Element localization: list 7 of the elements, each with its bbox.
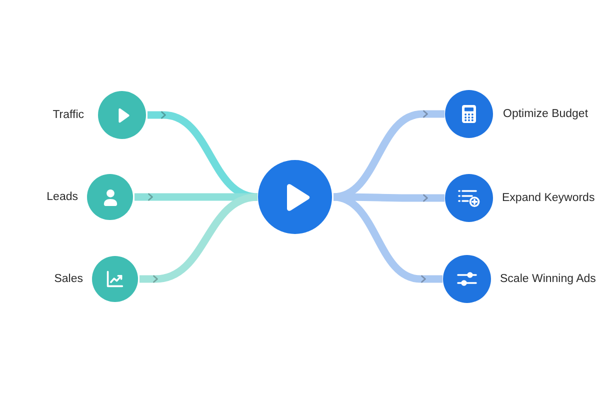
node-label: Sales	[54, 272, 83, 286]
flow-connector	[332, 193, 442, 283]
node-label: Expand Keywords	[502, 191, 595, 205]
node-label: Leads	[46, 190, 78, 204]
node-label: Scale Winning Ads	[500, 272, 596, 286]
node-label: Optimize Budget	[503, 107, 588, 121]
node-label: Traffic	[52, 108, 84, 122]
